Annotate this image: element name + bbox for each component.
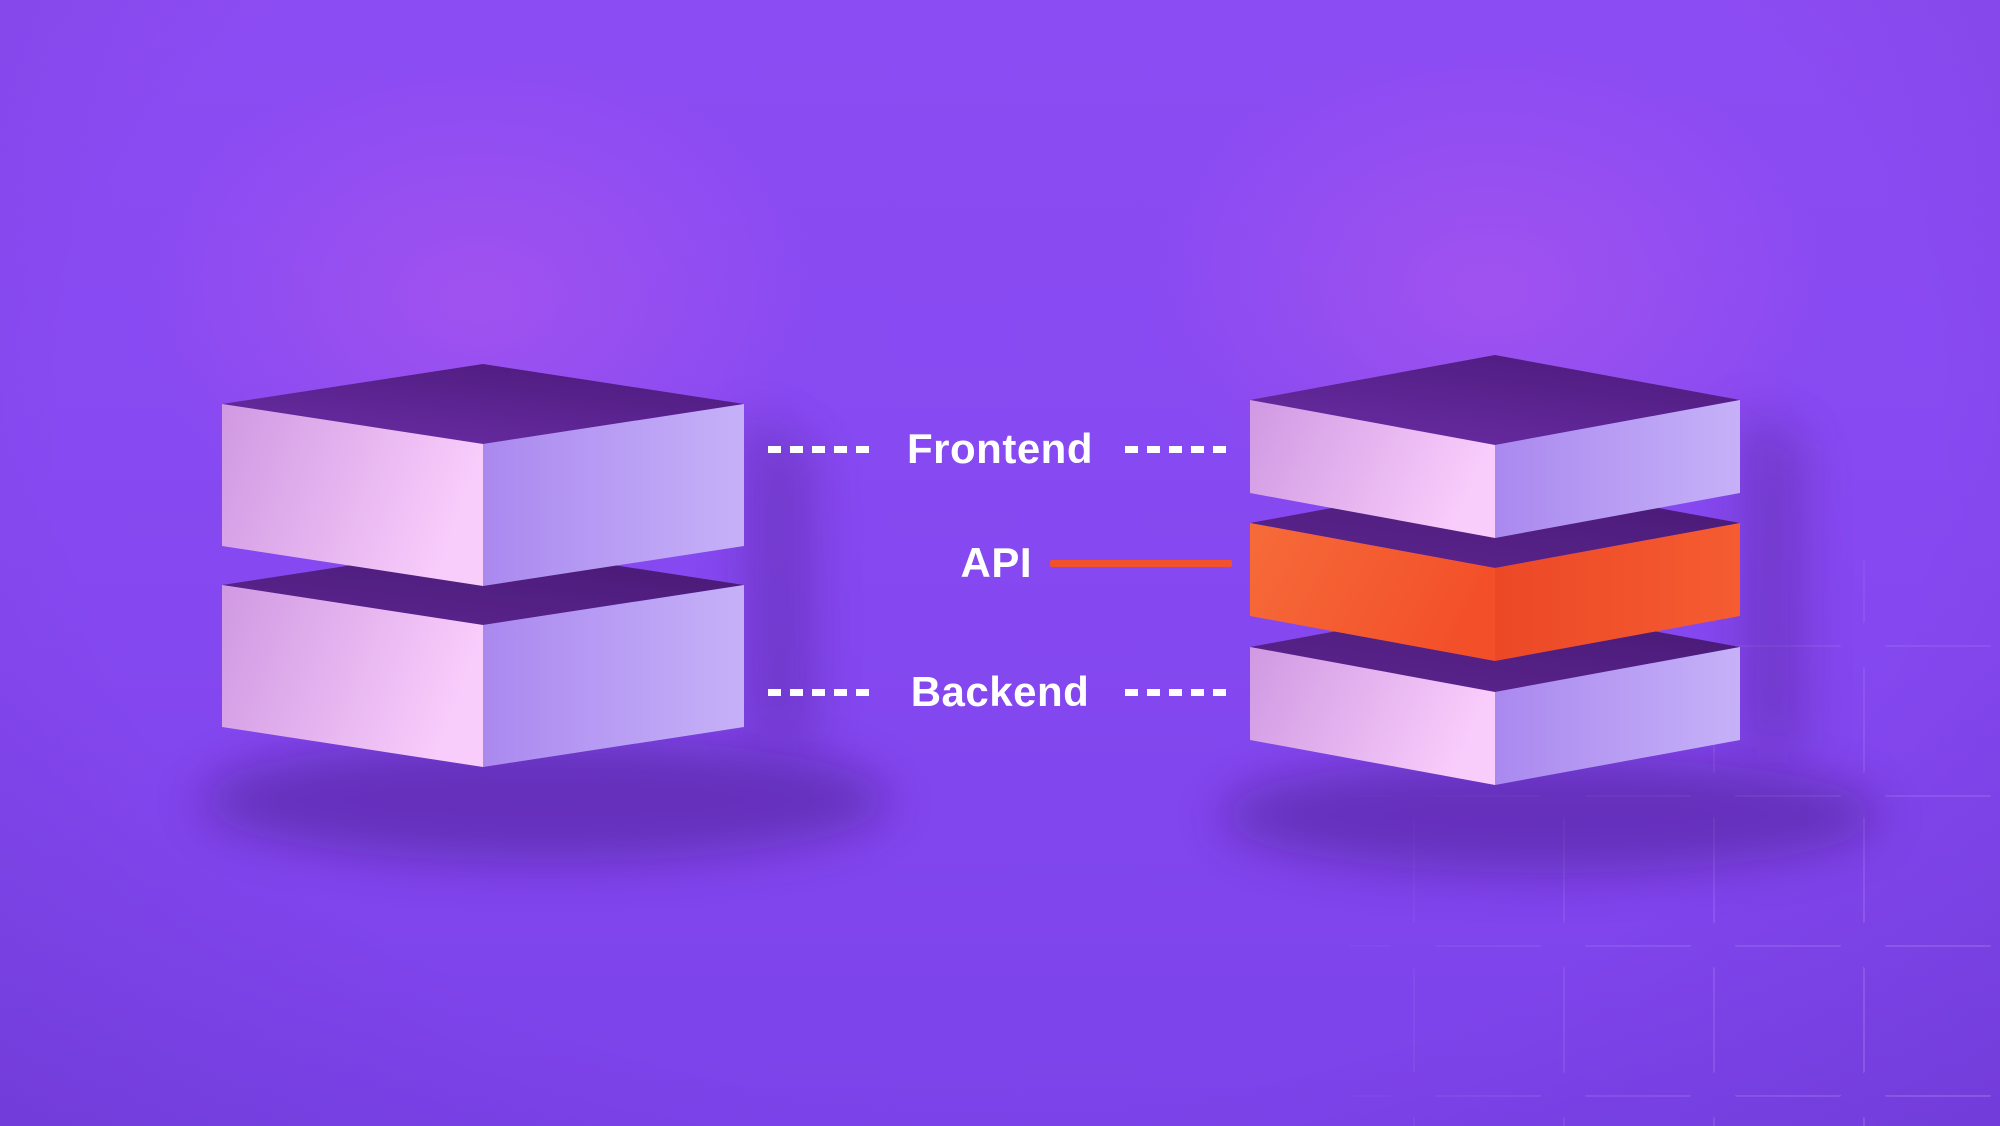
backend-left-face <box>1250 647 1495 785</box>
frontend-right-face <box>483 404 744 586</box>
backend-label-row: Backend <box>768 670 1232 714</box>
left-stack <box>222 364 744 767</box>
backend-left-face <box>222 585 483 767</box>
backend-dash-connector-left <box>768 688 875 696</box>
backend-right-face <box>1495 647 1740 785</box>
frontend-label: Frontend <box>907 425 1093 472</box>
frontend-right-face <box>1495 400 1740 538</box>
frontend-left-face <box>222 404 483 586</box>
right-stack-frontend-layer <box>1250 355 1740 538</box>
backend-right-face <box>483 585 744 767</box>
frontend-left-face <box>1250 400 1495 538</box>
right-stack <box>1250 355 1740 785</box>
frontend-label-row: Frontend <box>768 427 1232 471</box>
frontend-dash-connector-right <box>1125 445 1232 453</box>
backend-dash-connector-right <box>1124 688 1232 696</box>
backend-label: Backend <box>910 668 1090 715</box>
api-label-row: API <box>768 541 1232 585</box>
stack-shadows <box>200 405 1880 873</box>
left-stack-frontend-layer <box>222 364 744 586</box>
api-connector-line <box>1050 559 1232 567</box>
api-left-face <box>1250 523 1495 661</box>
frontend-dash-connector-left <box>768 445 875 453</box>
api-label: API <box>960 539 1032 586</box>
api-right-face <box>1495 523 1740 661</box>
